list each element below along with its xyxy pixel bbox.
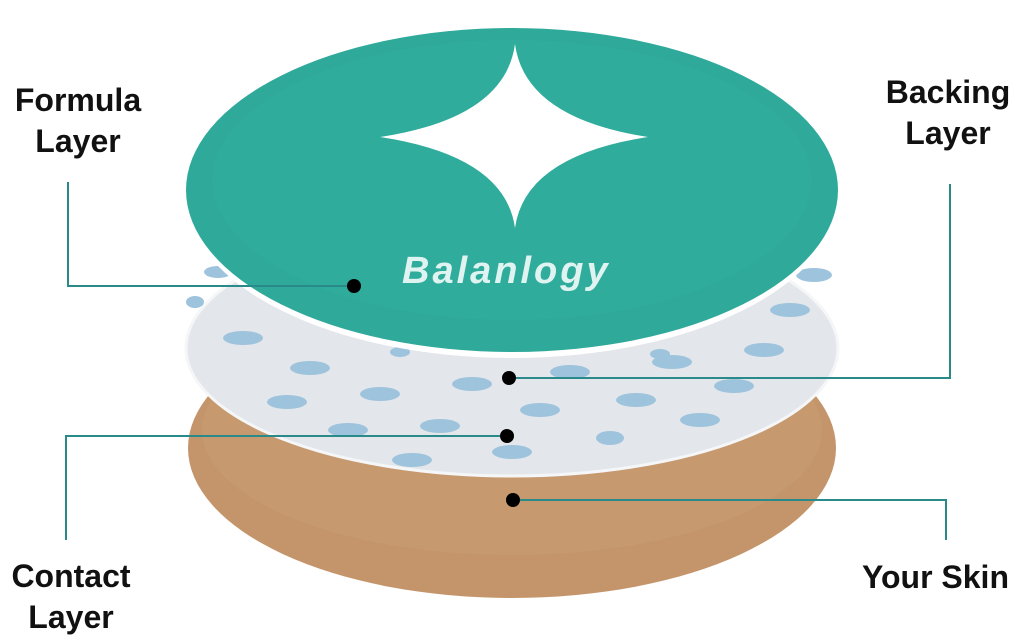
label-backing-layer: Backing Layer bbox=[873, 72, 1023, 154]
backing-dots bbox=[186, 266, 832, 467]
label-contact-layer: Contact Layer bbox=[0, 556, 142, 638]
four-point-star-icon bbox=[380, 44, 648, 228]
marker-formula bbox=[347, 279, 361, 293]
leader-line-contact bbox=[65, 435, 507, 540]
leader-line-skin bbox=[513, 499, 947, 540]
label-skin-line1: Your Skin bbox=[862, 559, 1009, 595]
marker-skin bbox=[506, 493, 520, 507]
label-your-skin: Your Skin bbox=[862, 557, 1030, 598]
marker-contact bbox=[500, 429, 514, 443]
leader-lines bbox=[65, 182, 951, 540]
label-formula-line2: Layer bbox=[35, 123, 121, 159]
markers bbox=[347, 279, 520, 507]
label-formula-layer: Formula Layer bbox=[8, 80, 148, 162]
leader-line-formula bbox=[67, 182, 354, 287]
label-formula-line1: Formula bbox=[14, 82, 142, 118]
label-contact-line1: Contact bbox=[11, 558, 131, 594]
label-contact-line2: Layer bbox=[28, 599, 114, 635]
marker-backing bbox=[502, 371, 516, 385]
brand-name: Balanlogy bbox=[402, 250, 611, 292]
label-backing-line2: Layer bbox=[905, 115, 991, 151]
label-backing-line1: Backing bbox=[885, 74, 1011, 110]
leader-line-backing bbox=[509, 184, 951, 379]
